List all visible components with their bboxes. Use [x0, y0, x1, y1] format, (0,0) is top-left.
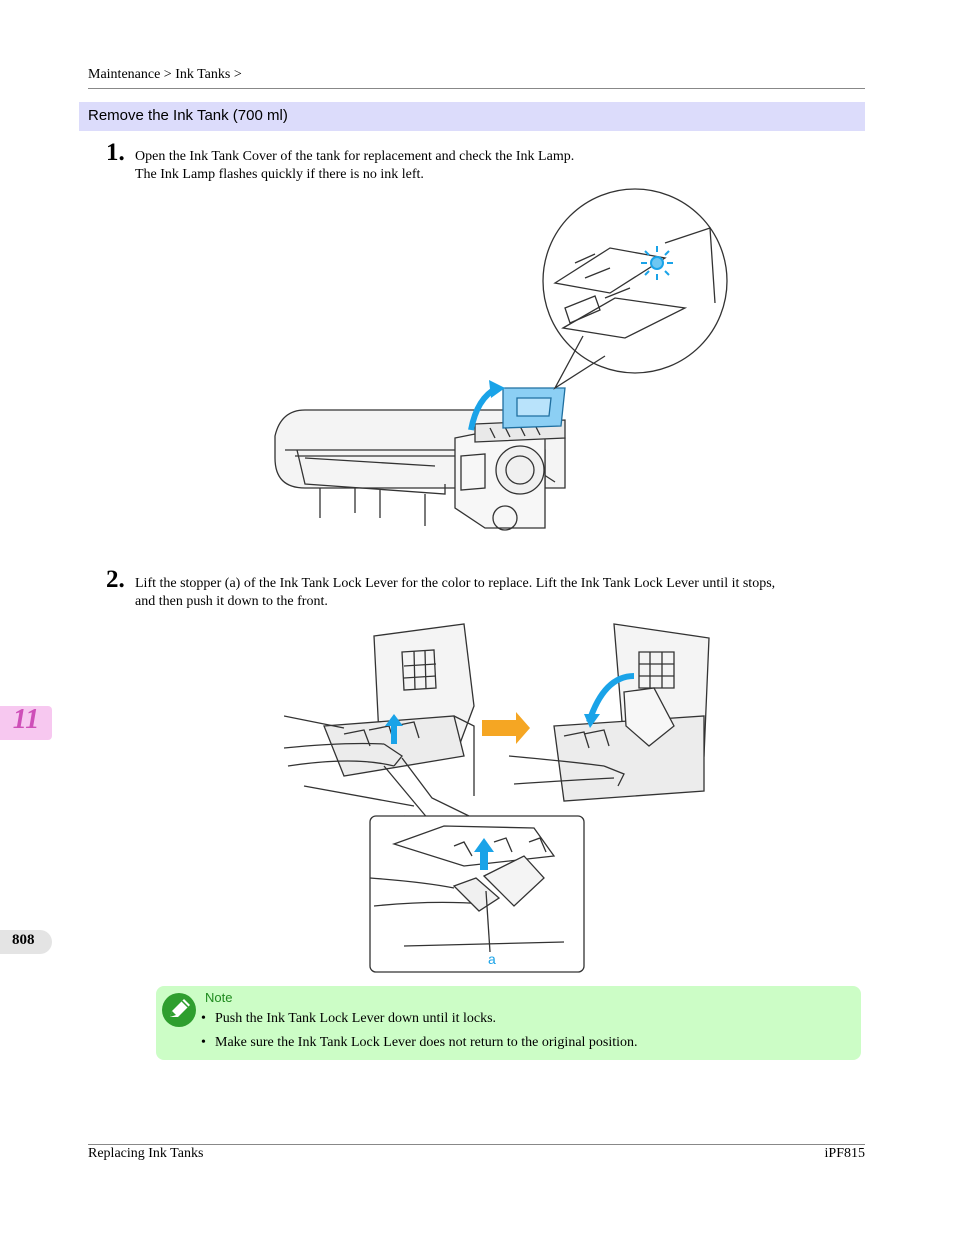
note-bullet-1: •: [201, 1011, 206, 1026]
printer-ink-cover-illustration: [274, 188, 728, 531]
note-item-1: Push the Ink Tank Lock Lever down until …: [215, 1011, 497, 1026]
footer-model-name: iPF815: [824, 1146, 865, 1161]
footer-divider: [88, 1144, 865, 1145]
chapter-tab[interactable]: [0, 706, 52, 740]
header-divider: [88, 88, 865, 89]
step-2-line-1: Lift the stopper (a) of the Ink Tank Loc…: [135, 576, 776, 591]
note-box: [156, 986, 861, 1060]
lock-lever-illustration: a: [284, 623, 710, 973]
step-2-line-2: and then push it down to the front.: [135, 594, 328, 609]
pencil-note-icon: [162, 993, 196, 1027]
note-label: Note: [205, 990, 233, 1005]
step-1-line-2: The Ink Lamp flashes quickly if there is…: [135, 167, 424, 182]
footer-chapter-title: Replacing Ink Tanks: [88, 1146, 204, 1161]
note-bullet-2: •: [201, 1035, 206, 1050]
note-item-2: Make sure the Ink Tank Lock Lever does n…: [215, 1035, 638, 1050]
breadcrumb[interactable]: Maintenance > Ink Tanks >: [88, 67, 242, 82]
section-title-bar: [79, 102, 865, 131]
step-1-number: 1.: [106, 139, 125, 166]
step-1-line-1: Open the Ink Tank Cover of the tank for …: [135, 149, 575, 164]
page-number: 808: [12, 932, 35, 948]
page-number-tab: [0, 930, 52, 954]
callout-label-a: a: [488, 951, 496, 967]
step-2-number: 2.: [106, 566, 125, 593]
section-title: Remove the Ink Tank (700 ml): [88, 107, 288, 124]
chapter-number[interactable]: 11: [12, 704, 40, 735]
